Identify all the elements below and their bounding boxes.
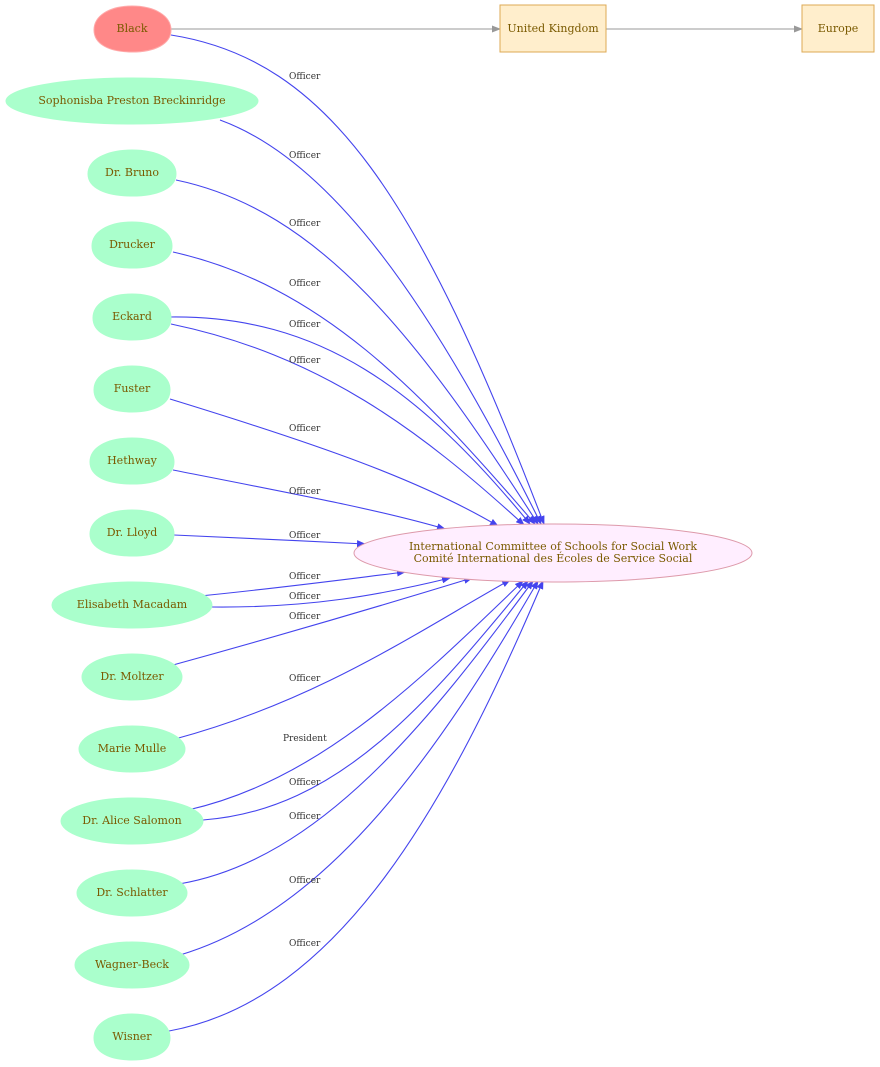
person-nodes: Black Sophonisba Preston Breckinridge Dr… (5, 5, 259, 1061)
node-label: Dr. Moltzer (100, 670, 164, 683)
node-label: Marie Mulle (98, 742, 167, 755)
edge-eckard-committee-1 (169, 316, 531, 525)
edge-label: Officer (289, 356, 321, 366)
edge-macadam-committee-2 (211, 576, 451, 608)
edge-hethway-committee (172, 469, 446, 531)
node-label: Dr. Lloyd (107, 526, 158, 539)
edge-label: Officer (289, 424, 321, 434)
edge-drucker-committee (172, 251, 536, 525)
edge-label: Officer (289, 219, 321, 229)
node-label: Drucker (109, 238, 155, 251)
place-nodes: United Kingdom Europe (499, 4, 875, 53)
node-label: United Kingdom (507, 22, 599, 35)
node-fuster[interactable]: Fuster (93, 365, 171, 413)
node-drucker[interactable]: Drucker (91, 221, 173, 269)
node-schlatter[interactable]: Dr. Schlatter (76, 869, 188, 917)
node-united-kingdom[interactable]: United Kingdom (499, 4, 607, 53)
node-eckard[interactable]: Eckard (92, 293, 172, 341)
edge-label: Officer (289, 531, 321, 541)
edge-label: Officer (289, 572, 321, 582)
edge-label: Officer (289, 320, 321, 330)
edge-breckinridge-committee (219, 119, 542, 525)
edge-label: Officer (289, 812, 321, 822)
edge-bruno-committee (175, 179, 539, 525)
node-wisner[interactable]: Wisner (93, 1013, 171, 1061)
edge-mulle-committee (174, 579, 511, 740)
edges (168, 34, 545, 1032)
edge-label: Officer (289, 612, 321, 622)
edge-lloyd-committee (173, 534, 366, 548)
node-label: Fuster (114, 382, 151, 395)
edge-moltzer-committee (172, 576, 473, 666)
node-label: Europe (818, 22, 859, 35)
node-bruno[interactable]: Dr. Bruno (87, 149, 177, 197)
edge-label: Officer (289, 487, 321, 497)
edge-eckard-committee-2 (170, 323, 525, 526)
edge-label: Officer (289, 876, 321, 886)
node-label: Wisner (112, 1030, 152, 1043)
node-label: Dr. Schlatter (96, 886, 168, 899)
edge-salomon-committee-2 (202, 580, 529, 821)
edge-salomon-committee-1 (187, 580, 524, 811)
node-moltzer[interactable]: Dr. Moltzer (81, 653, 183, 701)
edge-label: Officer (289, 939, 321, 949)
edge-wagner-beck-committee (179, 580, 539, 956)
edge-black-committee (170, 34, 545, 525)
node-committee[interactable]: International Committee of Schools for S… (353, 523, 753, 583)
edge-wisner-committee (168, 580, 544, 1032)
node-label: Dr. Alice Salomon (82, 814, 181, 827)
edge-label: Officer (289, 151, 321, 161)
node-breckinridge[interactable]: Sophonisba Preston Breckinridge (5, 77, 259, 125)
node-lloyd[interactable]: Dr. Lloyd (89, 509, 175, 557)
node-label: Black (117, 22, 148, 35)
node-black[interactable]: Black (93, 5, 172, 53)
edge-schlatter-committee (178, 580, 534, 885)
node-salomon[interactable]: Dr. Alice Salomon (60, 797, 204, 845)
node-mulle[interactable]: Marie Mulle (78, 725, 186, 773)
edge-labels: Officer Officer Officer Officer Officer … (283, 72, 327, 949)
node-label: Eckard (112, 310, 152, 323)
node-label: Elisabeth Macadam (77, 598, 188, 611)
edge-label: President (283, 734, 327, 744)
node-label: Dr. Bruno (105, 166, 159, 179)
edge-label: Officer (289, 279, 321, 289)
node-label: Sophonisba Preston Breckinridge (38, 94, 225, 107)
edge-label: Officer (289, 72, 321, 82)
node-europe[interactable]: Europe (801, 4, 875, 53)
committee-name-en: International Committee of Schools for S… (409, 540, 697, 553)
edge-label: Officer (289, 592, 321, 602)
edge-fuster-committee (169, 398, 499, 527)
node-label: Wagner-Beck (95, 958, 169, 971)
edge-label: Officer (289, 674, 321, 684)
node-label: Hethway (107, 454, 158, 467)
node-macadam[interactable]: Elisabeth Macadam (51, 581, 213, 629)
node-wagner-beck[interactable]: Wagner-Beck (74, 941, 190, 989)
edge-macadam-committee-1 (199, 569, 406, 597)
edge-label: Officer (289, 778, 321, 788)
node-hethway[interactable]: Hethway (89, 437, 175, 485)
committee-name-fr: Comité International des Écoles de Servi… (414, 551, 693, 565)
